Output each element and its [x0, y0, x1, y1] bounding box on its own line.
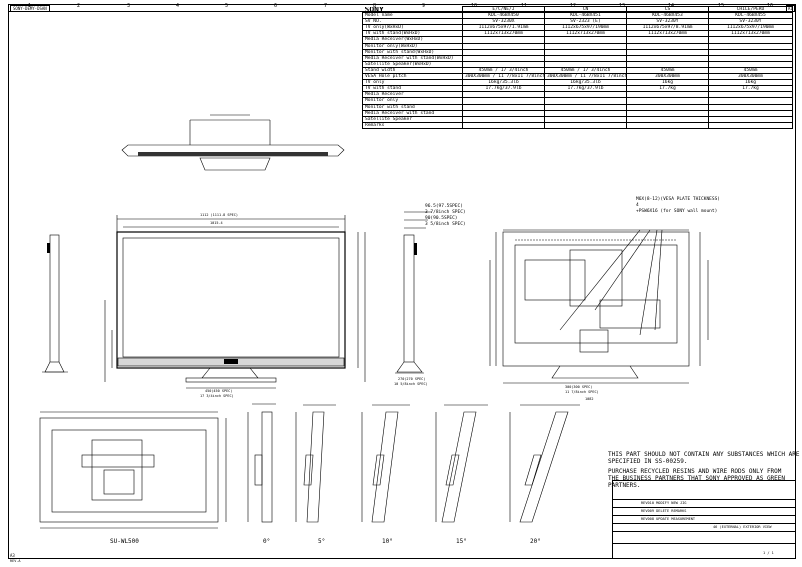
wall-mount-rear-view: [39, 411, 227, 529]
tilt-view-15: [435, 404, 488, 523]
caption-wall-mount: SU-WL500: [110, 538, 139, 545]
caption-tilt-20: 20°: [530, 538, 541, 545]
spec-value: 1112x713x270mm: [708, 30, 793, 38]
spec-value: 300X300mm: [708, 73, 793, 81]
title-row-2: REV009 DELETE REMARKS: [641, 509, 687, 513]
drawing-frame: [8, 4, 796, 559]
rear-dim-2: 11 7/8inch SPEC): [565, 390, 599, 394]
spec-row: Media Receiver(WxHxD): [362, 36, 793, 44]
side-dim-2: 3 7/8inch SPEC): [425, 210, 466, 215]
notice-line-4: THE BUSINESS PARTNERS THAT SONY APPROVED…: [608, 475, 786, 489]
sony-logo: SONY: [364, 6, 384, 13]
notice-line-2: SPECIFIED IN SS-00259.: [608, 458, 688, 465]
left-side-view: [42, 234, 68, 373]
m6-screw-count: 4: [636, 203, 639, 208]
ruler-number: 9: [422, 3, 426, 9]
spec-value: 1112x675x97/190mm: [708, 24, 793, 32]
side-dim-4: 3 5/8inch SPEC): [425, 222, 466, 227]
m6-screw-note: M6X(8-12)(VESA PLATE THICKNESS): [636, 197, 720, 202]
ruler-number: 8: [373, 3, 377, 9]
caption-tilt-0: 0°: [263, 538, 271, 545]
tilt-view-10: [361, 404, 410, 523]
rear-view: [489, 229, 709, 384]
notice-line-1: THIS PART SHOULD NOT CONTAIN ANY SUBSTAN…: [608, 451, 800, 458]
tilt-view-0: [247, 403, 276, 523]
ruler-number: 6: [274, 3, 278, 9]
spec-table: SONY E/C/NE/J CN CS CHILE/PERU Model nam…: [362, 5, 793, 129]
side-dim-3: 90(90.5SPEC): [425, 216, 458, 221]
ruler-number: 2: [77, 3, 81, 9]
stand-width-in-dim: 17 3/4inch SPEC): [200, 394, 234, 398]
stand-width-dim: 450(450 SPEC): [205, 389, 233, 393]
ruler-number: 4: [176, 3, 180, 9]
substance-notice: THIS PART SHOULD NOT CONTAIN ANY SUBSTAN…: [608, 451, 802, 489]
title-row-1: REV010 MODIFY NEW JIG: [641, 501, 687, 505]
side-depth-in-dim: 10 5/8inch SPEC): [394, 382, 428, 386]
caption-tilt-5: 5°: [318, 538, 326, 545]
notice-line-3: PURCHASE RECYCLED RESINS AND WIRE RODS O…: [608, 468, 782, 475]
spec-row: Remarks: [362, 121, 793, 129]
right-side-view: [395, 211, 432, 374]
tilt-view-20: [509, 404, 580, 523]
spec-value: 17.7kg: [708, 85, 793, 93]
header-col4: CHILE/PERU: [708, 5, 793, 14]
spec-value: SV-3230Y: [708, 18, 793, 26]
spec-value: 16kg: [708, 79, 793, 87]
spec-row: Satellite Speaker(WxHxD): [362, 60, 793, 68]
front-inner-dim: 1015.4: [210, 221, 223, 225]
ruler-number: 3: [127, 3, 131, 9]
front-width-dim: 1112 (1111.8 SPEC): [200, 213, 238, 217]
tilt-view-5: [295, 404, 336, 523]
caption-tilt-10: 10°: [382, 538, 393, 545]
front-view: [104, 215, 366, 389]
bottom-dim: 1082: [585, 397, 594, 401]
title-block: REV010 MODIFY NEW JIG REV009 DELETE REMA…: [612, 480, 796, 559]
side-dim-1: 96.5(97.5SPEC): [425, 204, 463, 209]
sheet-rev-label: REV.A: [10, 559, 21, 563]
spec-value: KDL-46BX455: [708, 12, 793, 20]
title-row-3: REV008 UPDATE MEASUREMENT: [641, 517, 696, 521]
drawing-id-stamp: SONY-DEMY-DSAN: [10, 5, 50, 12]
ruler-number: 5: [225, 3, 229, 9]
ruler-number: 7: [324, 3, 328, 9]
side-depth-dim: 270(270 SPEC): [398, 377, 426, 381]
spec-value: 450mm: [708, 66, 793, 75]
sheet-size-label: A3: [10, 553, 15, 558]
pemb-screw-note: +PSW6X16 (for SONY wall mount): [636, 209, 718, 214]
caption-tilt-15: 15°: [456, 538, 467, 545]
rear-dim-1: 300(300 SPEC): [565, 385, 593, 389]
spec-value: [708, 121, 793, 129]
top-view: [121, 114, 345, 171]
sheet-number: 1 / 1: [763, 551, 774, 555]
spec-row: Media Receiver with stand: [362, 109, 793, 117]
ruler-number: 1: [28, 3, 32, 9]
title-row-4: 46 (EXTERNAL) EXTERIOR VIEW: [713, 525, 772, 529]
